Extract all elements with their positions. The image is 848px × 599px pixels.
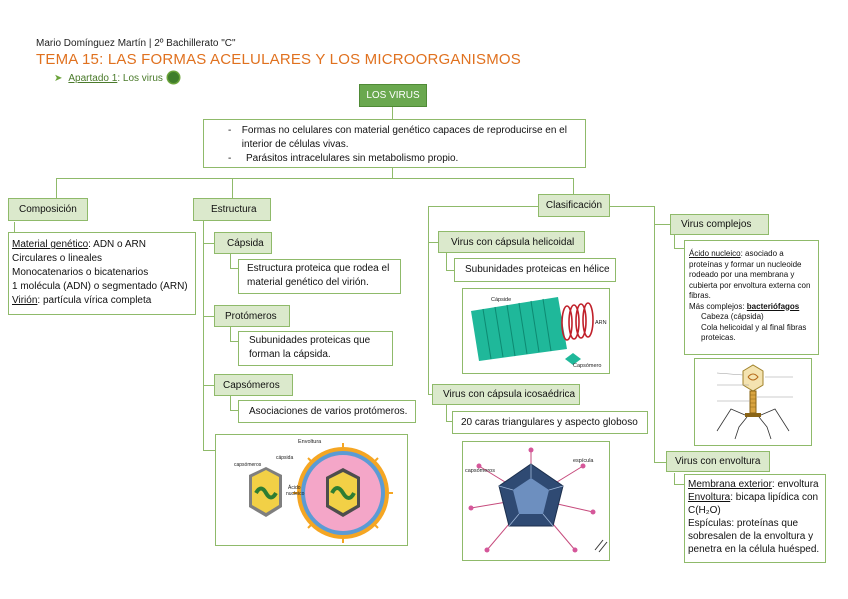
arrow-bullet-icon: ➤ bbox=[54, 73, 63, 84]
figure-label-capside: Cápside bbox=[491, 297, 511, 303]
complejos-node: Virus complejos bbox=[670, 214, 769, 235]
figure-label-acido: Ácido bbox=[288, 484, 301, 491]
capsomeros-node: Capsómeros bbox=[214, 374, 293, 396]
envoltura-panel: Membrana exterior: envoltura Envoltura: … bbox=[684, 474, 826, 563]
helical-virus-illustration: Cápside ARN Capsómero bbox=[471, 297, 607, 369]
root-label: LOS VIRUS bbox=[366, 90, 420, 101]
connector bbox=[230, 396, 231, 410]
icosaedrica-figure: capsómeros espícula bbox=[462, 441, 610, 561]
connector bbox=[654, 224, 670, 225]
complejos-panel: Ácido nucleico: asociado a proteínas y f… bbox=[684, 240, 819, 355]
connector bbox=[446, 421, 452, 422]
helicoidal-desc: Subunidades proteicas en hélice bbox=[454, 258, 616, 282]
bacteriophage-illustration bbox=[716, 364, 793, 440]
figure-label-nucleico: nucleico bbox=[286, 491, 305, 497]
connector bbox=[203, 385, 214, 386]
figure-label-capsomeros-ico: capsómeros bbox=[465, 468, 495, 474]
connector bbox=[230, 327, 231, 341]
virus-structure-figure: Envoltura cápsida capsómeros Ácido nucle… bbox=[215, 434, 408, 546]
figure-label-capsida: cápsida bbox=[276, 455, 293, 461]
page-title: TEMA 15: LAS FORMAS ACELULARES Y LOS MIC… bbox=[36, 51, 521, 68]
membrana-term: Membrana exterior bbox=[688, 479, 772, 490]
connector bbox=[203, 221, 204, 451]
composicion-node: Composición bbox=[8, 198, 88, 221]
icosahedral-virus-illustration: capsómeros espícula bbox=[465, 447, 608, 553]
capsida-node: Cápsida bbox=[214, 232, 272, 254]
connector bbox=[232, 178, 233, 198]
helicoidal-node: Virus con cápsula helicoidal bbox=[438, 231, 585, 253]
acido-term: Ácido nucleico bbox=[689, 249, 741, 258]
capsida-desc: Estructura proteica que rodea el materia… bbox=[238, 259, 401, 294]
genetic-term: Material genético bbox=[12, 239, 89, 250]
virion-term: Virión bbox=[12, 295, 38, 306]
connector bbox=[230, 341, 238, 342]
virus-structure-illustration: Envoltura cápsida capsómeros Ácido nucle… bbox=[234, 439, 393, 543]
connector bbox=[230, 268, 238, 269]
connector bbox=[610, 206, 654, 207]
connector bbox=[428, 242, 438, 243]
protomeros-desc: Subunidades proteicas que forman la cáps… bbox=[238, 331, 393, 366]
section-heading: ➤ Apartado 1: Los virus bbox=[54, 72, 179, 84]
icosaedrica-desc: 20 caras triangulares y aspecto globoso bbox=[452, 411, 648, 434]
estructura-node: Estructura bbox=[193, 198, 271, 221]
envoltura-node: Virus con envoltura bbox=[666, 451, 770, 472]
connector bbox=[654, 206, 655, 462]
section-link[interactable]: Apartado 1 bbox=[68, 73, 118, 84]
clasificacion-node: Clasificación bbox=[538, 194, 610, 217]
connector bbox=[428, 206, 538, 207]
bacteriofagos-term: bacteriófagos bbox=[746, 301, 800, 311]
root-node: LOS VIRUS bbox=[359, 84, 427, 107]
connector bbox=[674, 473, 675, 485]
connector bbox=[428, 394, 432, 395]
connector bbox=[392, 107, 393, 119]
bacteriophage-figure bbox=[694, 358, 812, 446]
connector bbox=[230, 410, 238, 411]
envoltura-term: Envoltura bbox=[688, 492, 731, 503]
root-definition: -Formas no celulares con material genéti… bbox=[203, 119, 586, 168]
connector bbox=[56, 178, 57, 198]
definition-item: -Formas no celulares con material genéti… bbox=[228, 125, 567, 150]
connector bbox=[674, 248, 684, 249]
helicoidal-figure: Cápside ARN Capsómero bbox=[462, 288, 610, 374]
figure-label-envoltura: Envoltura bbox=[298, 439, 322, 445]
connector bbox=[203, 243, 214, 244]
protomeros-node: Protómeros bbox=[214, 305, 290, 327]
connector bbox=[573, 178, 574, 194]
figure-label-espicula: espícula bbox=[573, 458, 594, 464]
definition-item: -Parásitos intracelulares sin metabolism… bbox=[228, 153, 459, 164]
connector bbox=[674, 484, 684, 485]
connector bbox=[14, 222, 15, 232]
virus-icon bbox=[167, 72, 179, 83]
figure-label-capsomeros: capsómeros bbox=[234, 462, 262, 468]
icosaedrica-node: Virus con cápsula icosaédrica bbox=[432, 384, 580, 405]
connector bbox=[654, 462, 666, 463]
connector bbox=[203, 316, 214, 317]
connector bbox=[203, 450, 215, 451]
connector bbox=[446, 403, 447, 421]
connector bbox=[230, 254, 231, 268]
connector bbox=[674, 234, 675, 248]
connector bbox=[446, 270, 454, 271]
connector bbox=[56, 178, 574, 179]
author-line: Mario Domínguez Martín | 2º Bachillerato… bbox=[36, 38, 236, 49]
connector bbox=[428, 206, 429, 394]
capsomeros-desc: Asociaciones de varios protómeros. bbox=[238, 400, 416, 423]
connector bbox=[392, 168, 393, 178]
figure-label-capsomero: Capsómero bbox=[573, 363, 601, 369]
composicion-panel: Material genético: ADN o ARN Circulares … bbox=[8, 232, 196, 315]
connector bbox=[446, 252, 447, 270]
figure-label-arn: ARN bbox=[595, 320, 607, 326]
section-rest: : Los virus bbox=[117, 73, 163, 84]
